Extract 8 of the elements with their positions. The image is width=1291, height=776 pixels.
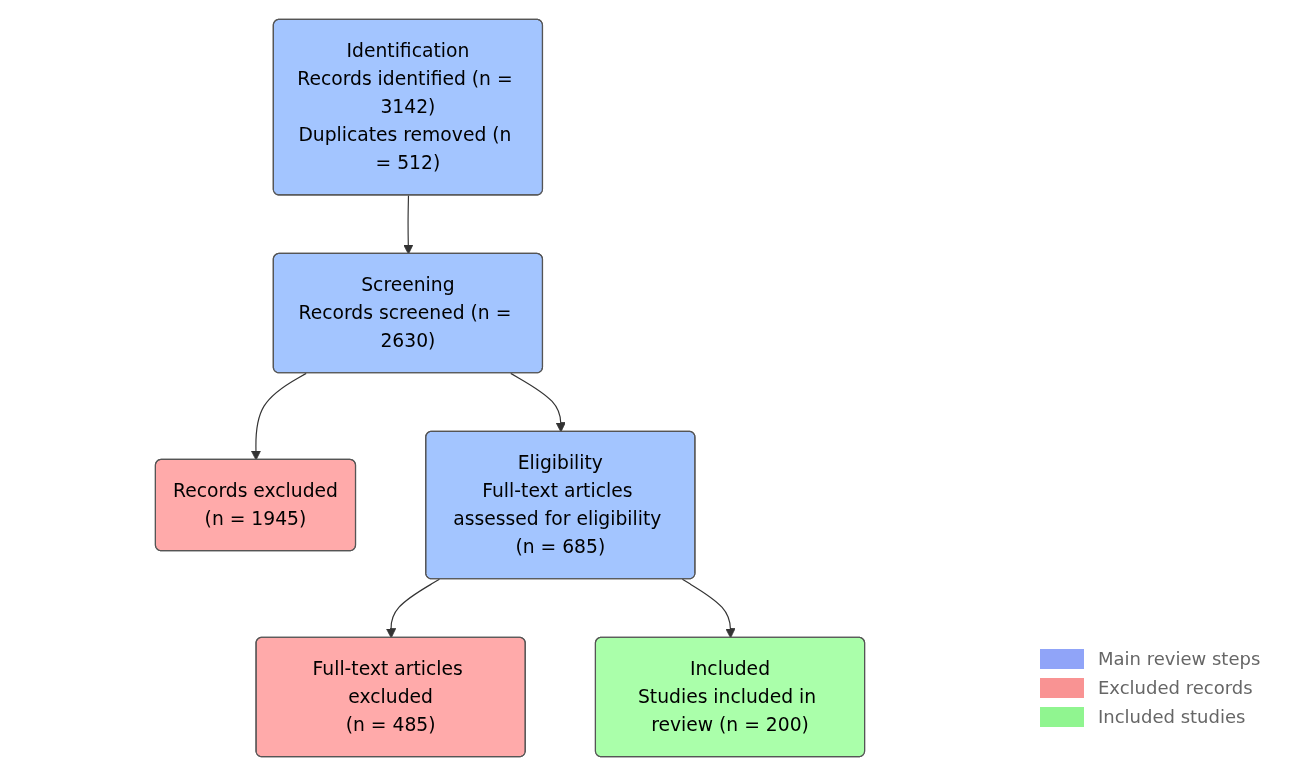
arrow: [250, 372, 307, 461]
legend-label: Main review steps: [1098, 648, 1261, 669]
arrow: [385, 578, 440, 639]
arrow: [510, 372, 566, 433]
arrow: [681, 578, 736, 639]
arrow: [403, 194, 414, 255]
legend-label: Included studies: [1098, 706, 1246, 727]
legend-label: Excluded records: [1098, 677, 1253, 698]
